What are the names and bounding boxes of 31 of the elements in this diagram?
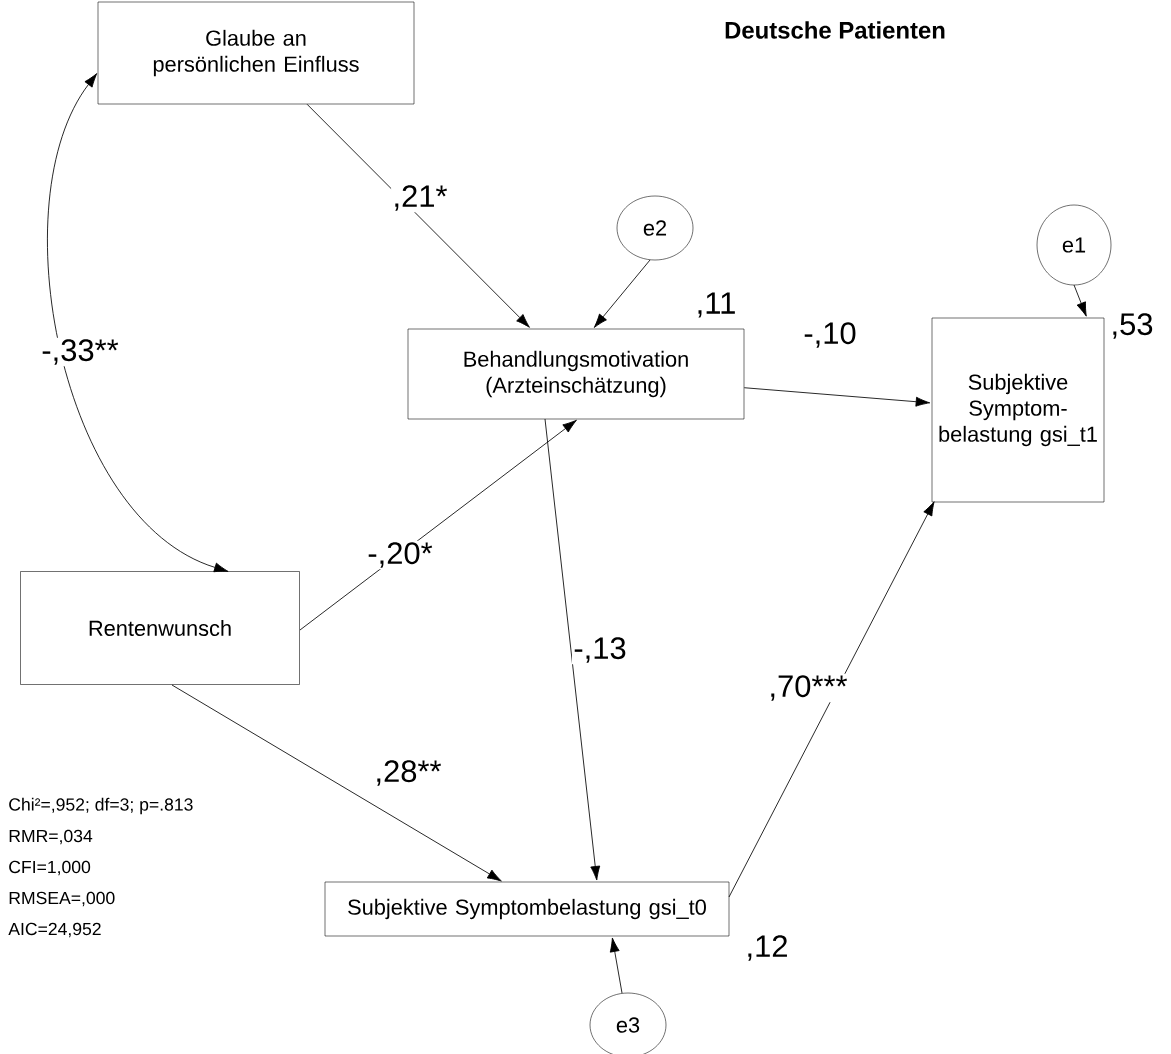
arrow <box>593 259 651 328</box>
path-coefficient: ,28** <box>373 758 443 788</box>
arrow <box>306 103 530 328</box>
title: Deutsche Patienten <box>725 21 945 39</box>
variable-box: Behandlungsmotivation (Arzteinschätzung) <box>407 328 745 420</box>
arrow <box>728 501 935 898</box>
fit-statistic: RMSEA=,000 <box>9 891 115 907</box>
arrow <box>1073 284 1087 317</box>
arrow <box>743 387 931 407</box>
arrow <box>47 73 229 573</box>
fit-statistic: Chi²=,952; df=3; p=.813 <box>9 797 193 815</box>
path-coefficient: -,20* <box>365 540 435 570</box>
path-coefficient: -,13 <box>571 635 629 665</box>
r-squared-value: ,53 <box>1109 311 1155 341</box>
arrow <box>171 684 502 882</box>
fit-statistic: CFI=1,000 <box>9 860 91 876</box>
variable-box: Glaube an persönlichen Einfluss <box>97 1 415 105</box>
fit-statistic: RMR=,034 <box>9 829 93 845</box>
arrow <box>544 418 601 881</box>
path-coefficient: ,21* <box>391 183 449 213</box>
arrow <box>299 419 577 631</box>
variable-box: Subjektive Symptom- belastung gsi_t1 <box>931 317 1105 503</box>
fit-statistic: AIC=24,952 <box>8 922 101 938</box>
r-squared-value: ,12 <box>744 933 790 963</box>
variable-box: Subjektive Symptombelastung gsi_t0 <box>324 881 730 937</box>
r-squared-value: ,11 <box>694 291 738 320</box>
path-coefficient: -,33** <box>39 337 121 367</box>
path-coefficient: -,10 <box>801 320 859 350</box>
path-coefficient: ,70*** <box>767 673 849 703</box>
variable-box: Rentenwunsch <box>20 571 300 685</box>
arrow <box>609 937 623 994</box>
